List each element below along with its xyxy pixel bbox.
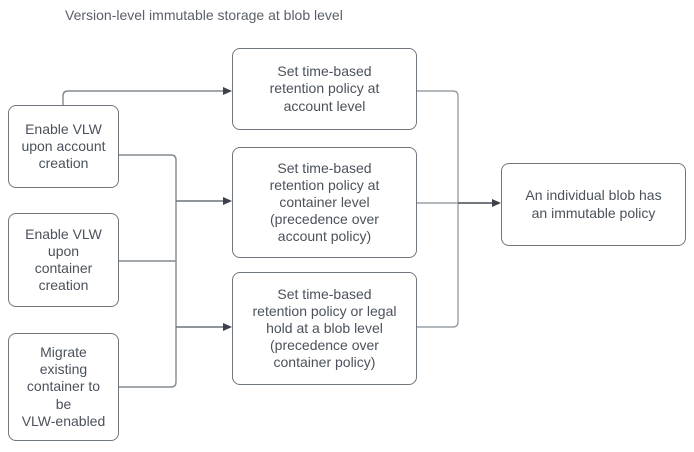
node-retention-blob-level: Set time-based retention policy or legal…	[232, 272, 417, 385]
diagram-title: Version-level immutable storage at blob …	[65, 7, 343, 23]
node-enable-vlw-account: Enable VLW upon account creation	[8, 105, 119, 188]
node-blob-immutable-policy: An individual blob has an immutable poli…	[501, 163, 686, 246]
node-retention-container-level: Set time-based retention policy at conta…	[232, 147, 417, 258]
connector-l1-to-m1	[62, 87, 232, 105]
node-enable-vlw-container: Enable VLW upon container creation	[8, 213, 119, 307]
connector-left-trunk	[119, 154, 177, 388]
node-retention-account-level: Set time-based retention policy at accou…	[232, 48, 417, 130]
node-migrate-existing-container: Migrate existing container to be VLW-ena…	[8, 333, 119, 441]
connector-right-trunk	[417, 90, 459, 328]
